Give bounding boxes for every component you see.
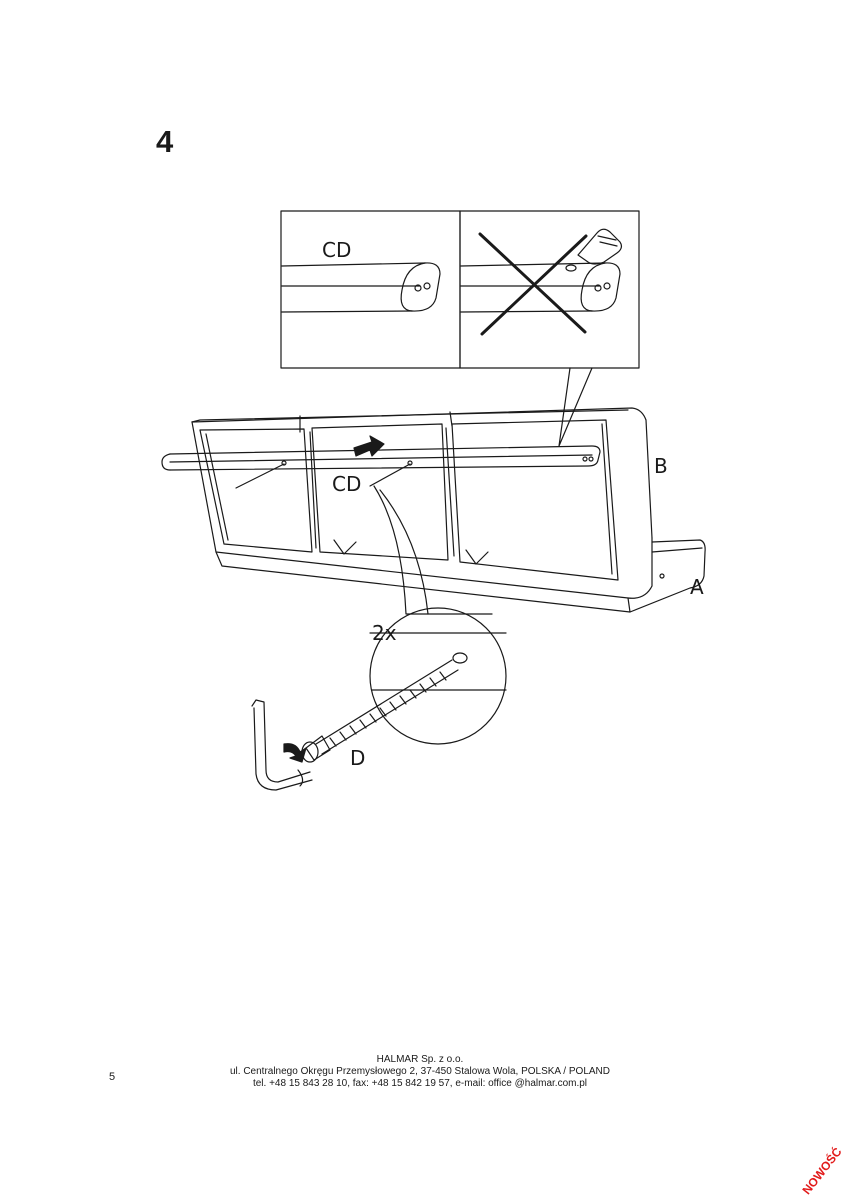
bolt-part-label: D [350, 746, 365, 770]
detail-panel-correct [280, 210, 461, 369]
rail-part-label: CD [332, 472, 361, 496]
detail-panel-incorrect [459, 210, 640, 369]
zoom-circle [369, 607, 507, 745]
base-part-label: A [690, 575, 704, 599]
push-arrow-icon [353, 435, 385, 457]
quantity-label: 2x [372, 621, 397, 645]
backrest-frame [191, 407, 653, 613]
footer: HALMAR Sp. z o.o. ul. Centralnego Okręgu… [160, 1054, 680, 1090]
detail-part-label: CD [322, 238, 351, 262]
bolt-d [301, 652, 468, 763]
backrest-part-label: B [654, 454, 668, 478]
allen-key-icon [251, 699, 313, 791]
page-number: 5 [109, 1071, 116, 1083]
footer-company: HALMAR Sp. z o.o. [376, 1054, 464, 1065]
footer-address: ul. Centralnego Okręgu Przemysłowego 2, … [229, 1066, 610, 1077]
seat-base [629, 539, 706, 613]
step-number: 4 [156, 124, 174, 159]
rail-cd [161, 445, 601, 489]
footer-contact: tel. +48 15 843 28 10, fax: +48 15 842 1… [252, 1078, 588, 1089]
